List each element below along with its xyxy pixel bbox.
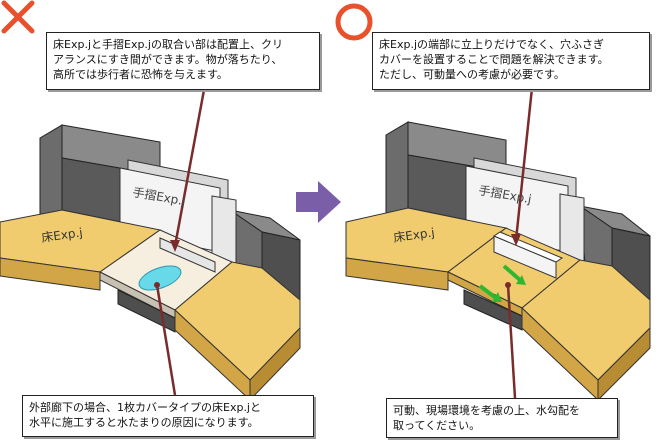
right-floor-label: 床Exp.j	[392, 225, 435, 245]
right-bottom-leader-dot	[505, 282, 511, 288]
left-back-wall-side	[39, 124, 63, 221]
left-top-note-line-2: アランスにすき間ができます。物が落ちたり、	[53, 53, 283, 66]
cross-icon	[1, 0, 35, 34]
right-top-note-line-3: ただし、可動量への考慮が必要です。	[379, 68, 565, 81]
right-back-wall-side	[385, 121, 409, 219]
left-floor-right-front	[249, 326, 301, 402]
left-bottom-note-line-1: 外部廊下の場合、1枚カバータイプの床Exp.jと	[29, 401, 261, 414]
right-top-leader	[514, 87, 534, 241]
left-gap-slot	[117, 289, 176, 333]
left-top-note-line-3: 高所では歩行者に恐怖を与えます。	[53, 68, 228, 81]
left-floor-label: 床Exp.j	[40, 225, 83, 245]
left-floor-left-side	[0, 257, 101, 291]
left-top-note: 床Exp.jと手摺Exp.jの取合い部は配置上、クリ アランスにすき間ができます…	[46, 32, 320, 90]
water-puddle	[138, 265, 182, 291]
left-top-leader-tip	[170, 240, 180, 252]
left-bottom-note: 外部廊下の場合、1枚カバータイプの床Exp.jと 水平に施工すると水たまりの原因…	[22, 395, 314, 437]
left-bottom-note-line-2: 水平に施工すると水たまりの原因になります。	[29, 416, 259, 429]
left-top-note-line-1: 床Exp.jと手摺Exp.jの取合い部は配置上、クリ	[53, 38, 283, 51]
right-top-leader-tip	[511, 234, 521, 246]
right-top-note: 床Exp.jの端部に立上りだけでなく、穴ふさぎ カバーを設置することで問題を解決…	[372, 32, 650, 90]
left-bottom-leader-dot	[154, 282, 160, 288]
slope-arrow-icon	[478, 264, 526, 302]
left-bottom-leader	[155, 284, 177, 396]
right-gap-slot	[463, 289, 523, 331]
right-bottom-note-line-1: 可動、現場環境を考慮の上、水勾配を	[393, 404, 580, 417]
left-rail-post	[211, 195, 237, 265]
right-rail-post	[559, 193, 585, 263]
right-floor-right-front	[597, 326, 651, 402]
right-top-note-line-2: カバーを設置することで問題を解決できます。	[379, 53, 609, 66]
right-arrow-icon	[296, 181, 341, 223]
circle-icon	[335, 3, 373, 41]
right-bottom-note: 可動、現場環境を考慮の上、水勾配を 取ってください。	[386, 398, 618, 438]
left-illustration: 床Exp.j 手摺Exp.j	[0, 89, 301, 402]
right-top-note-line-1: 床Exp.jの端部に立上りだけでなく、穴ふさぎ	[379, 38, 604, 51]
right-illustration: 床Exp.j 手摺Exp.j	[345, 87, 651, 402]
right-bottom-note-line-2: 取ってください。	[393, 419, 481, 432]
right-bottom-leader	[506, 284, 517, 399]
right-floor-left-side	[345, 257, 449, 291]
left-top-leader	[173, 89, 206, 247]
hole-cover-cap	[492, 231, 564, 263]
